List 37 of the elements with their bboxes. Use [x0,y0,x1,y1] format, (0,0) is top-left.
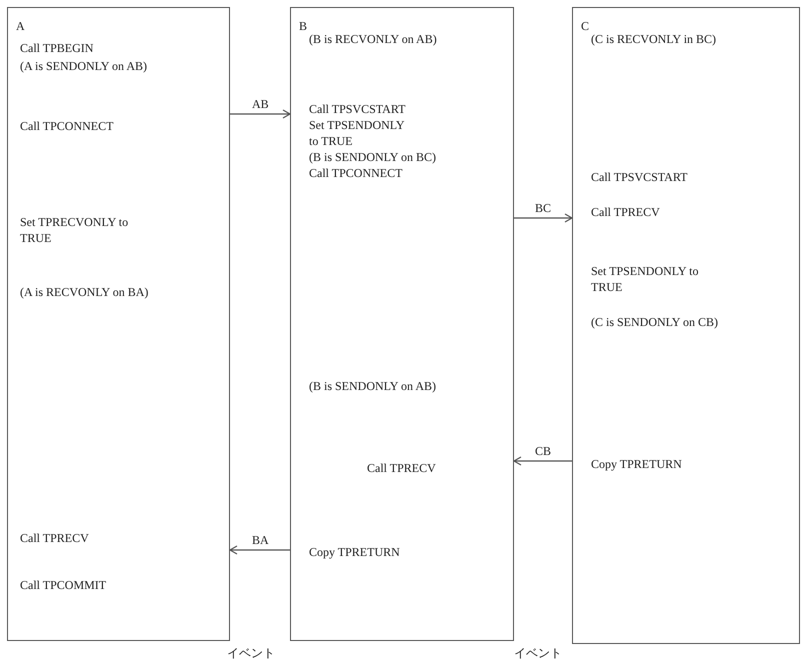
event-label: イベント [226,645,276,662]
step-text: Set TPSENDONLY to TRUE [309,117,406,149]
step-text: Call TPCONNECT [309,165,402,181]
step-text: Copy TPRETURN [591,456,682,472]
participant-box [572,7,800,644]
step-text: Set TPSENDONLY to TRUE [591,263,700,295]
step-text: Call TPCOMMIT [20,577,106,593]
step-text: Call TPSVCSTART [591,169,688,185]
step-text: (C is SENDONLY on CB) [591,314,718,330]
arrow [514,213,573,223]
step-text: Call TPSVCSTART [309,101,406,117]
participant-box [290,7,514,641]
step-text: Call TPRECV [591,204,660,220]
box-heading: C [581,18,590,34]
arrow [513,456,572,466]
participant-box [7,7,230,641]
box-heading: A [16,18,25,34]
step-text: Call TPRECV [367,460,436,476]
edge-label: BC [534,201,552,216]
arrow [230,109,291,119]
step-text: (A is SENDONLY on AB) [20,58,148,74]
step-text: (B is SENDONLY on AB) [309,378,436,394]
edge-label: AB [251,97,270,112]
edge-label: CB [534,444,552,459]
step-text: Call TPRECV [20,530,89,546]
event-label: イベント [513,645,563,662]
box-heading: B [299,18,308,34]
step-text: Set TPRECVONLY to TRUE [20,214,130,246]
step-text: (B is SENDONLY on BC) [309,149,436,165]
step-text: (B is RECVONLY on AB) [309,31,437,47]
step-text: Copy TPRETURN [309,544,400,560]
step-text: (C is RECVONLY in BC) [591,31,716,47]
step-text: Call TPBEGIN [20,40,94,56]
step-text: Call TPCONNECT [20,118,114,134]
arrow [229,545,290,555]
step-text: (A is RECVONLY on BA) [20,284,148,300]
edge-label: BA [251,533,270,548]
